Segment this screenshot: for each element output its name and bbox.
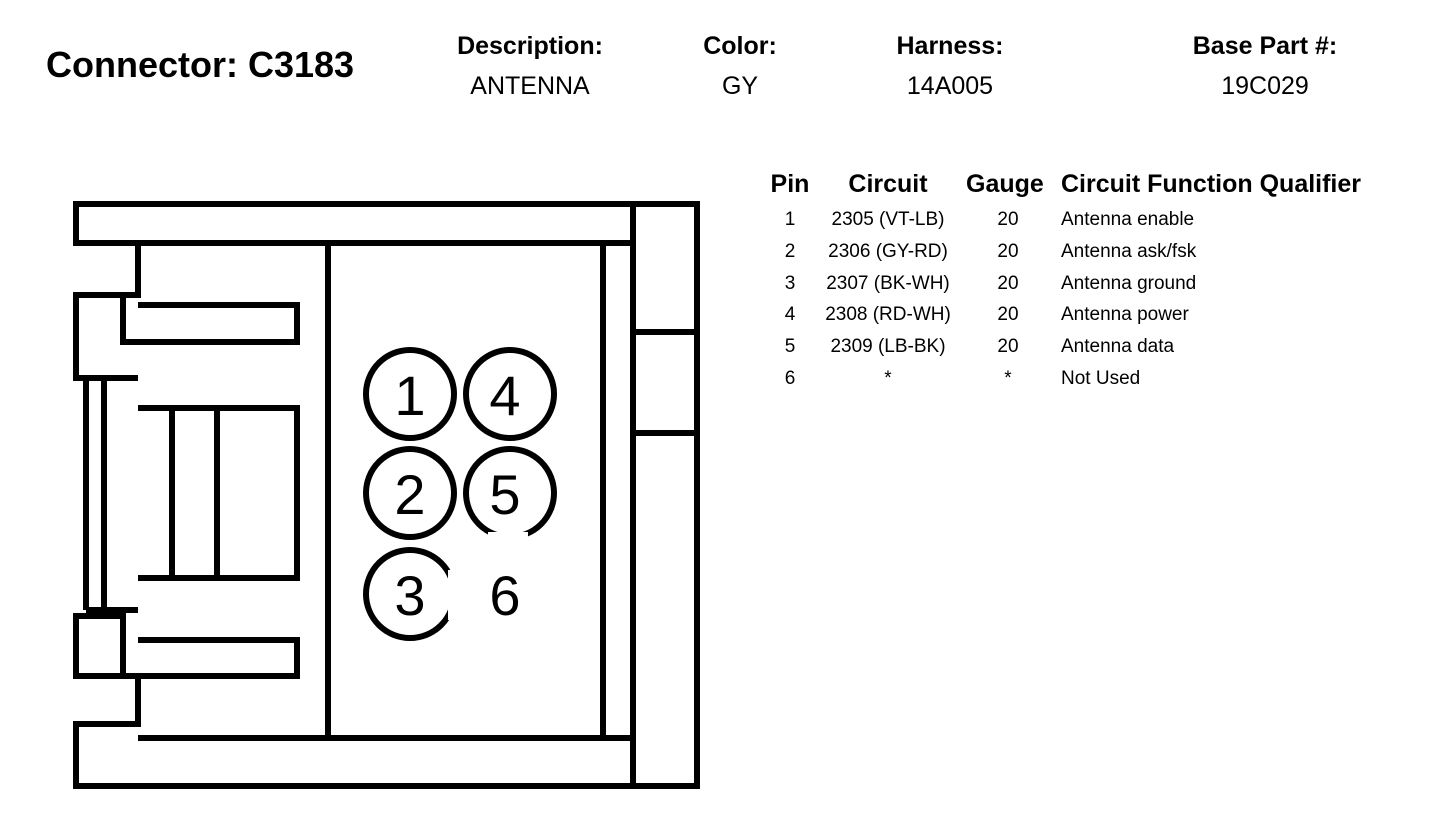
function-cell: Antenna ground [1061, 272, 1197, 294]
base-part-value: 19C029 [1221, 72, 1309, 100]
pin-label-1: 1 [394, 364, 425, 427]
connector-title: Connector: C3183 [46, 44, 355, 85]
right-tab-upper [630, 204, 697, 335]
gauge-cell: 20 [997, 209, 1019, 230]
gauge-cell: 20 [997, 304, 1019, 326]
pin-cell: 6 [784, 368, 796, 389]
base-part-label: Base Part #: [1192, 32, 1338, 60]
function-cell: Antenna enable [1061, 209, 1195, 230]
color-value: GY [721, 72, 759, 100]
pin-label-3: 3 [394, 564, 425, 627]
pin-label-6: 6 [489, 564, 520, 627]
right-tab-lower [630, 430, 697, 786]
gauge-cell: * [1004, 368, 1012, 389]
cavity-2 [363, 446, 457, 540]
circuit-cell: 2305 (VT-LB) [831, 209, 945, 230]
pin-cell: 2 [784, 240, 796, 262]
circuit-cell: 2309 (LB-BK) [830, 336, 946, 358]
pin-label-5: 5 [489, 463, 520, 526]
cavity-1 [363, 347, 457, 441]
pin-cell: 3 [784, 272, 796, 294]
latch-upper [104, 292, 300, 345]
function-cell: Antenna data [1061, 336, 1175, 358]
connector-inner-housing [138, 240, 636, 741]
cavity-5-gap [488, 532, 528, 546]
description-value: ANTENNA [470, 72, 590, 100]
pin-cell: 5 [784, 336, 796, 358]
connector-outer-body [73, 201, 700, 789]
color-label: Color: [703, 32, 777, 60]
circuit-cell: 2307 (BK-WH) [826, 272, 950, 294]
circuit-cell: 2308 (RD-WH) [825, 304, 951, 326]
left-frame [83, 375, 138, 613]
latch-lower [104, 613, 300, 679]
gauge-header: Gauge [966, 170, 1044, 198]
pin-label-4: 4 [489, 364, 520, 427]
function-cell: Antenna power [1061, 304, 1189, 326]
pin-cell: 4 [784, 304, 796, 326]
harness-label: Harness: [896, 32, 1004, 60]
gauge-cell: 20 [997, 336, 1019, 358]
pin-label-2: 2 [394, 463, 425, 526]
gauge-cell: 20 [997, 240, 1019, 262]
pin-header: Pin [770, 170, 810, 198]
cavity-3-gap [448, 570, 466, 620]
gauge-cell: 20 [997, 272, 1019, 294]
left-center-block [138, 405, 300, 581]
cavity-4 [463, 347, 557, 441]
circuit-header: Circuit [848, 170, 928, 198]
pin-cell: 1 [784, 209, 796, 230]
function-header: Circuit Function Qualifier [1061, 170, 1362, 198]
description-label: Description: [457, 32, 603, 60]
circuit-cell: * [884, 368, 892, 389]
function-cell: Not Used [1061, 368, 1141, 389]
circuit-cell: 2306 (GY-RD) [828, 240, 948, 262]
function-cell: Antenna ask/fsk [1061, 240, 1197, 262]
harness-value: 14A005 [906, 72, 994, 100]
